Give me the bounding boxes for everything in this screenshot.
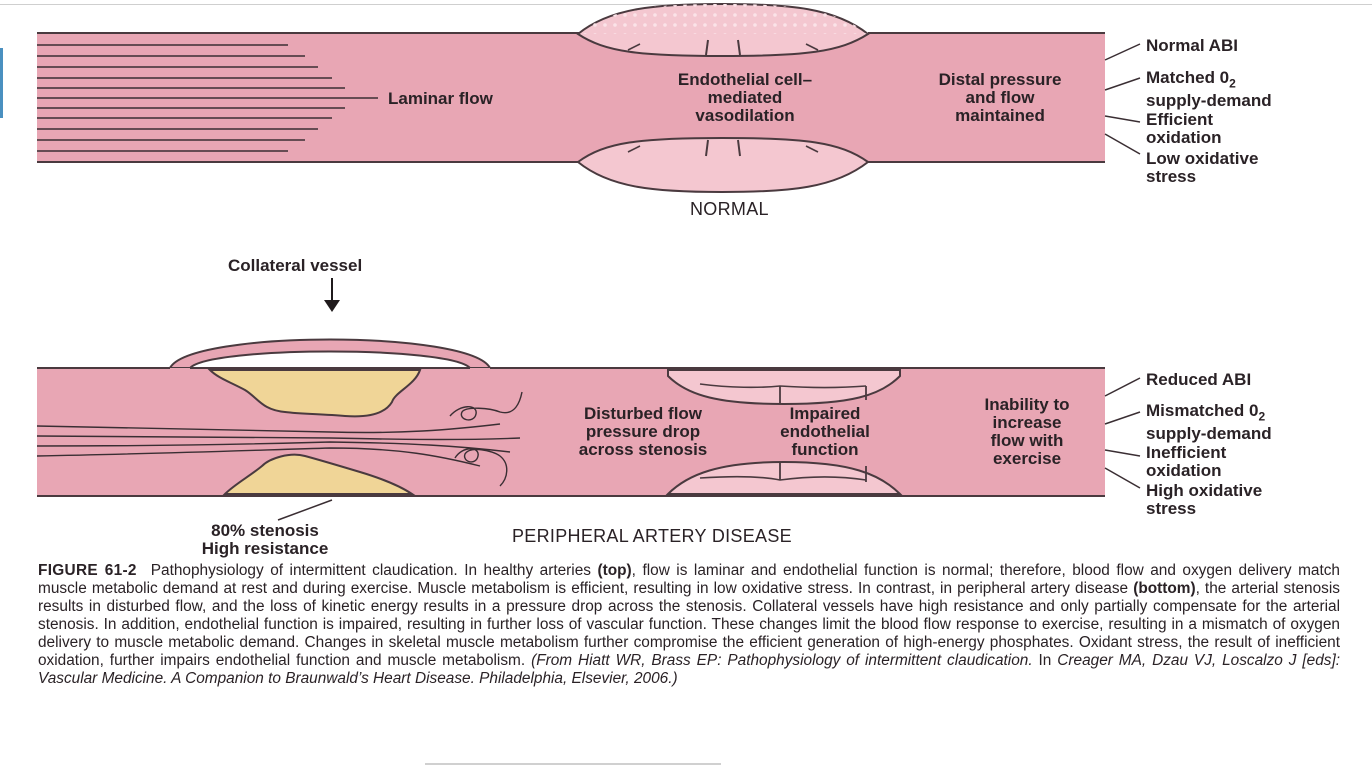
distal-line-3: maintained xyxy=(955,106,1045,125)
efficient-oxidation-label: Efficient oxidation xyxy=(1146,110,1222,147)
distal-line-1: Distal pressure xyxy=(938,70,1062,89)
endothelial-line-3: vasodilation xyxy=(695,106,795,125)
pad-heading: PERIPHERAL ARTERY DISEASE xyxy=(512,526,792,546)
inability-flow-label: Inability to increase flow with exercise xyxy=(984,395,1070,468)
plaque-bottom xyxy=(222,453,416,495)
reduced-abi-label: Reduced ABI xyxy=(1146,370,1252,389)
endothelial-line-2: mediated xyxy=(707,88,783,107)
endothelial-vasodilation-label: Endothelial cell– mediated vasodilation xyxy=(640,71,850,125)
figure-number: FIGURE 61-2 xyxy=(38,562,137,579)
laminar-flow-lines xyxy=(37,44,378,152)
normal-endothelium-bottom xyxy=(576,136,870,194)
high-oxidative-stress-label: High oxidative stress xyxy=(1146,481,1263,518)
collateral-vessel-label: Collateral vessel xyxy=(228,256,363,275)
normal-heading: NORMAL xyxy=(690,199,769,219)
matched-o2-label: Matched 02 supply-demand xyxy=(1146,68,1272,111)
distal-line-2: and flow xyxy=(965,88,1035,107)
artery-diagram xyxy=(36,2,1141,521)
normal-abi-label: Normal ABI xyxy=(1146,36,1238,55)
stenosis-pointer xyxy=(277,499,333,521)
impaired-endothelial-label: Impaired endothelial function xyxy=(780,404,870,459)
endothelial-line-1: Endothelial cell– xyxy=(677,70,813,89)
scrollbar-edge xyxy=(425,763,721,765)
disturbed-flow-lines xyxy=(36,391,523,487)
disturbed-flow-label: Disturbed flow pressure drop across sten… xyxy=(578,404,708,459)
window-edge-marker xyxy=(0,48,3,118)
low-oxidative-stress-label: Low oxidative stress xyxy=(1146,149,1259,186)
stenosis-label: 80% stenosis High resistance xyxy=(201,521,329,558)
laminar-flow-label: Laminar flow xyxy=(388,89,493,108)
pad-artery xyxy=(36,278,1141,521)
pad-endothelium-bottom xyxy=(665,460,903,495)
collateral-vessel xyxy=(168,338,492,369)
normal-artery xyxy=(37,2,1141,194)
pad-vessel-body xyxy=(37,368,1105,496)
normal-callout-leaders xyxy=(1104,43,1141,155)
inefficient-oxidation-label: Inefficient oxidation xyxy=(1146,443,1227,480)
pad-callout-leaders xyxy=(1104,377,1141,489)
mismatched-o2-label: Mismatched 02 supply-demand xyxy=(1146,401,1272,444)
plaque-top xyxy=(207,369,422,418)
distal-pressure-label: Distal pressure and flow maintained xyxy=(900,71,1100,125)
collateral-arrow xyxy=(324,278,340,312)
